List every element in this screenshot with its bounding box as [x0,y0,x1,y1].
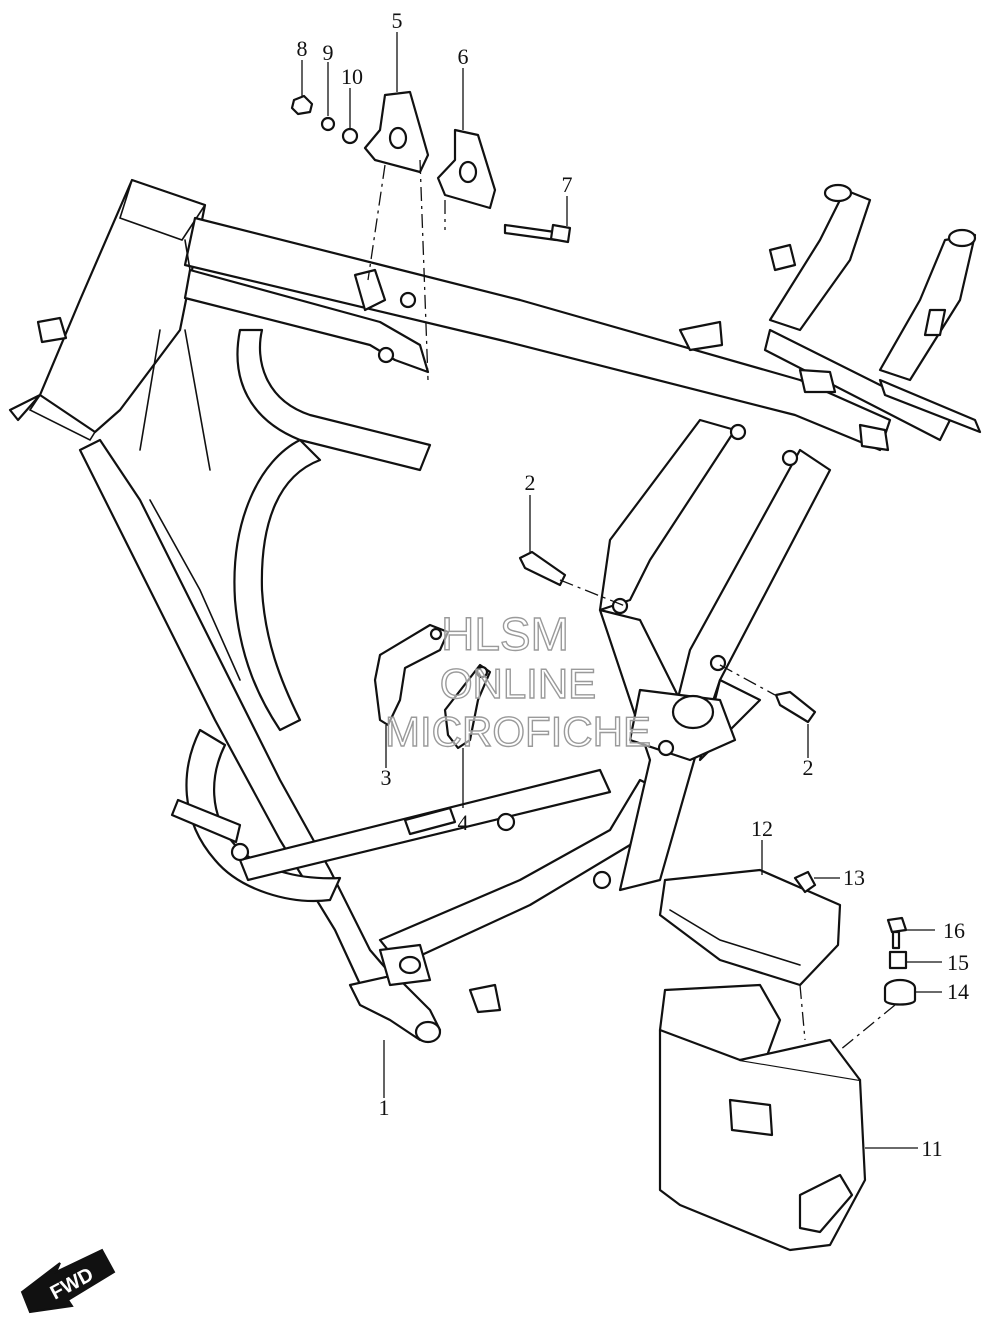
callout-3: 3 [381,765,392,790]
callout-12: 12 [751,816,773,841]
watermark: HLSM ONLINE MICROFICHE [384,607,651,755]
callout-11: 11 [921,1136,942,1161]
watermark-line-1: HLSM [441,608,569,660]
callout-10: 10 [341,64,363,89]
callout-2-upper: 2 [525,470,536,495]
mount-bolts [518,550,817,724]
callout-8: 8 [297,36,308,61]
fwd-direction-badge: FWD [20,1248,116,1314]
callout-15: 15 [947,950,969,975]
upper-mount-hardware [290,90,572,244]
callout-2-lower: 2 [803,755,814,780]
callout-16: 16 [943,918,965,943]
leader-lines [301,32,942,1149]
engine-mount-brackets [373,623,492,836]
callout-4: 4 [458,810,469,835]
battery-box-assembly [658,868,917,1252]
watermark-line-2: ONLINE [440,660,596,707]
callout-9: 9 [323,40,334,65]
callout-13: 13 [843,865,865,890]
fwd-arrow-icon [20,1248,116,1314]
callout-5: 5 [392,8,403,33]
callout-6: 6 [458,44,469,69]
part-callouts: 1 2 2 3 4 5 6 7 8 9 10 11 12 13 14 15 16 [297,8,970,1161]
callout-1: 1 [379,1095,390,1120]
callout-7: 7 [562,172,573,197]
callout-14: 14 [947,979,969,1004]
watermark-line-3: MICROFICHE [385,708,651,755]
